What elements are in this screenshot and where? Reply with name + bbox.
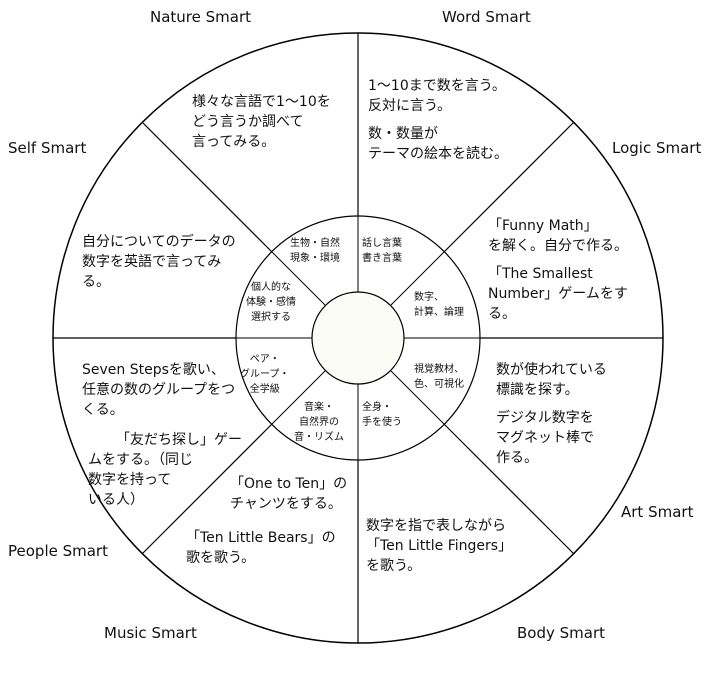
inner-line: 書き言葉 [362,253,402,264]
inner-line: 個人的な [251,282,291,293]
activity-line: 数字を指で表しながら [366,518,506,534]
divider-bottom-right [443,423,575,555]
spoke-bottom-right [390,370,445,425]
inner-label-music: 音楽・ 自然界の 音・リズム [294,400,344,445]
label-logic-smart: Logic Smart [612,139,702,157]
inner-line: ペア・ [249,354,280,365]
label-music-smart: Music Smart [104,624,197,642]
activity-line: る。 [488,306,516,322]
activity-line: 「Ten Little Bears」の [186,530,336,546]
activity-line: る。 [82,274,110,290]
inner-line: 音・リズム [294,432,344,443]
activity-line: どう言うか調べて [192,114,304,130]
activity-line: 数字を持って [88,472,172,488]
activity-line: 「Funny Math」 [488,218,598,234]
activity-line: 自分についてのデータの [82,234,236,250]
label-people-smart: People Smart [8,542,108,560]
spoke-top-left [271,251,326,306]
label-body-smart: Body Smart [517,624,606,642]
spoke-top-right [390,251,445,306]
activity-line: マグネット棒で [496,430,594,446]
inner-line: 体験・感情 [246,297,296,308]
activity-self: 自分についてのデータの 数字を英語で言ってみ る。 [82,232,236,292]
activity-word: 1〜10まで数を言う。 反対に言う。 数・数量が テーマの絵本を読む。 [368,76,508,164]
inner-label-people: ペア・ グループ・ 全学級 [240,352,289,397]
divider-top-right [443,121,575,253]
label-nature-smart: Nature Smart [150,8,252,26]
spoke-bottom-left [271,370,326,425]
activity-people-game: 「友だち探し」ゲー ムをする。（同じ 数字を持って いる人） [88,430,242,510]
activity-logic: 「Funny Math」 を解く。自分で作る。 「The Smallest Nu… [488,216,628,324]
activity-line: 歌を歌う。 [186,550,256,566]
activity-line: デジタル数字を [496,410,594,426]
divider-bottom-left [141,423,273,555]
inner-line: 生物・自然 [290,238,340,249]
activity-nature: 様々な言語で1〜10を どう言うか調べて 言ってみる。 [192,92,331,152]
inner-line: 全身・ [362,402,392,413]
activity-line: テーマの絵本を読む。 [368,146,508,162]
inner-label-nature: 生物・自然 現象・環境 [290,236,340,266]
activity-line: 反対に言う。 [368,98,452,114]
activity-line: を解く。自分で作る。 [488,238,628,254]
activity-line: Number」ゲームをす [488,286,628,302]
activity-line: を歌う。 [366,558,422,574]
activity-art: 数が使われている 標識を探す。 デジタル数字を マグネット棒で 作る。 [496,360,607,468]
inner-line: 全学級 [249,384,280,395]
inner-line: 音楽・ [304,402,334,413]
inner-line: グループ・ [240,369,290,380]
inner-line: 現象・環境 [290,253,340,264]
activity-line: くる。 [82,402,124,418]
activity-people: Seven Stepsを歌い、 任意の数のグループをつ くる。 [82,360,235,420]
divider-top-left [141,121,273,253]
activity-line: 言ってみる。 [192,134,276,150]
label-art-smart: Art Smart [621,503,694,521]
inner-line: 自然界の [299,417,339,428]
activity-line: 作る。 [496,450,538,466]
inner-line: 手を使う [362,417,402,428]
inner-label-logic: 数字、 計算、論理 [414,290,464,320]
activity-line: 様々な言語で1〜10を [192,94,331,110]
inner-label-self: 個人的な 体験・感情 選択する [246,280,296,325]
label-word-smart: Word Smart [442,8,531,26]
inner-label-word: 話し言葉 書き言葉 [362,236,402,266]
activity-line: 数が使われている [496,362,607,378]
activity-line: 標識を探す。 [496,382,579,398]
activity-line: Seven Stepsを歌い、 [82,362,225,378]
inner-line: 数字、 [414,292,444,303]
activity-line: 「One to Ten」の [230,476,348,492]
activity-line: 「友だち探し」ゲー [116,432,242,448]
activity-body: 数字を指で表しながら 「Ten Little Fingers」 を歌う。 [366,516,512,576]
activity-line: 数・数量が [368,126,438,142]
inner-line: 計算、論理 [414,307,464,318]
inner-line: 話し言葉 [362,238,402,249]
inner-label-art: 視覚教材、 色、可視化 [414,362,464,392]
activity-line: 数字を英語で言ってみ [82,254,222,270]
inner-line: 選択する [251,312,291,323]
activity-line: 1〜10まで数を言う。 [368,78,506,94]
activity-line: いる人） [88,492,144,508]
activity-line: ムをする。（同じ [88,452,193,468]
activity-line: 「Ten Little Fingers」 [366,538,513,554]
activity-line: チャンツをする。 [230,496,342,512]
inner-line: 視覚教材、 [414,364,464,375]
center-circle [311,291,405,385]
activity-line: 任意の数のグループをつ [82,382,236,398]
label-self-smart: Self Smart [8,139,87,157]
activity-line: 「The Smallest [488,266,593,282]
activity-music: 「One to Ten」の チャンツをする。 「Ten Little Bears… [186,474,347,568]
inner-label-body: 全身・ 手を使う [362,400,402,430]
inner-line: 色、可視化 [414,379,464,390]
